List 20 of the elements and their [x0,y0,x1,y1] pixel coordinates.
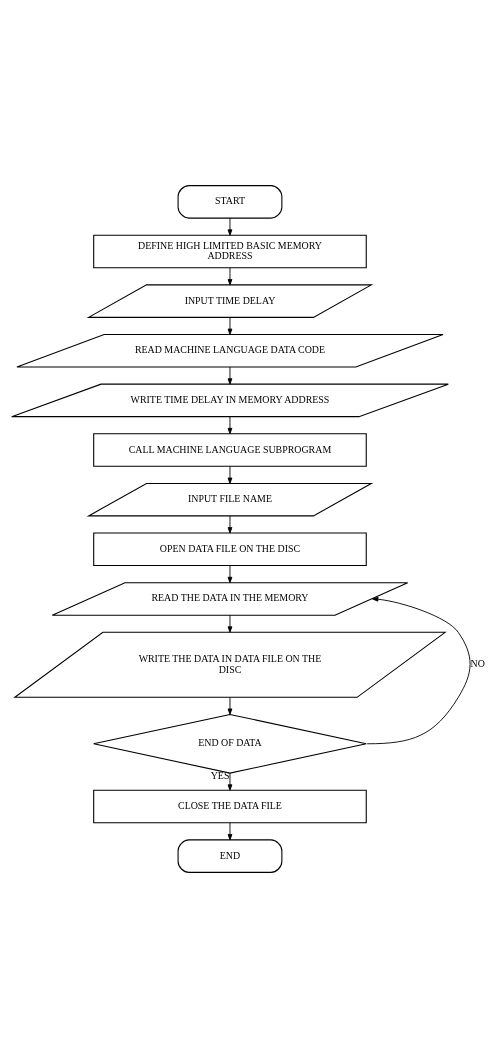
arrow [227,316,233,335]
edge-label: NO [470,657,485,669]
arrow [227,266,233,285]
node-box: CALL MACHINE LANGUAGE SUBPROGRAM [93,432,367,467]
arrow [227,415,233,434]
arrow [227,366,233,385]
node-box: OPEN DATA FILE ON THE DISC [93,532,367,566]
node-box: CLOSE THE DATA FILE [93,789,367,823]
node-box: DEFINE HIGH LIMITED BASIC MEMORY ADDRESS [93,234,367,268]
arrow [227,217,233,236]
node-box: END [177,838,283,873]
arrow [227,614,233,633]
arrow [366,596,471,744]
node-box: START [177,184,283,219]
arrow [227,564,233,583]
arrow [227,772,233,791]
arrow [227,515,233,533]
arrow [227,465,233,484]
arrow [227,821,233,840]
arrow [227,696,233,715]
